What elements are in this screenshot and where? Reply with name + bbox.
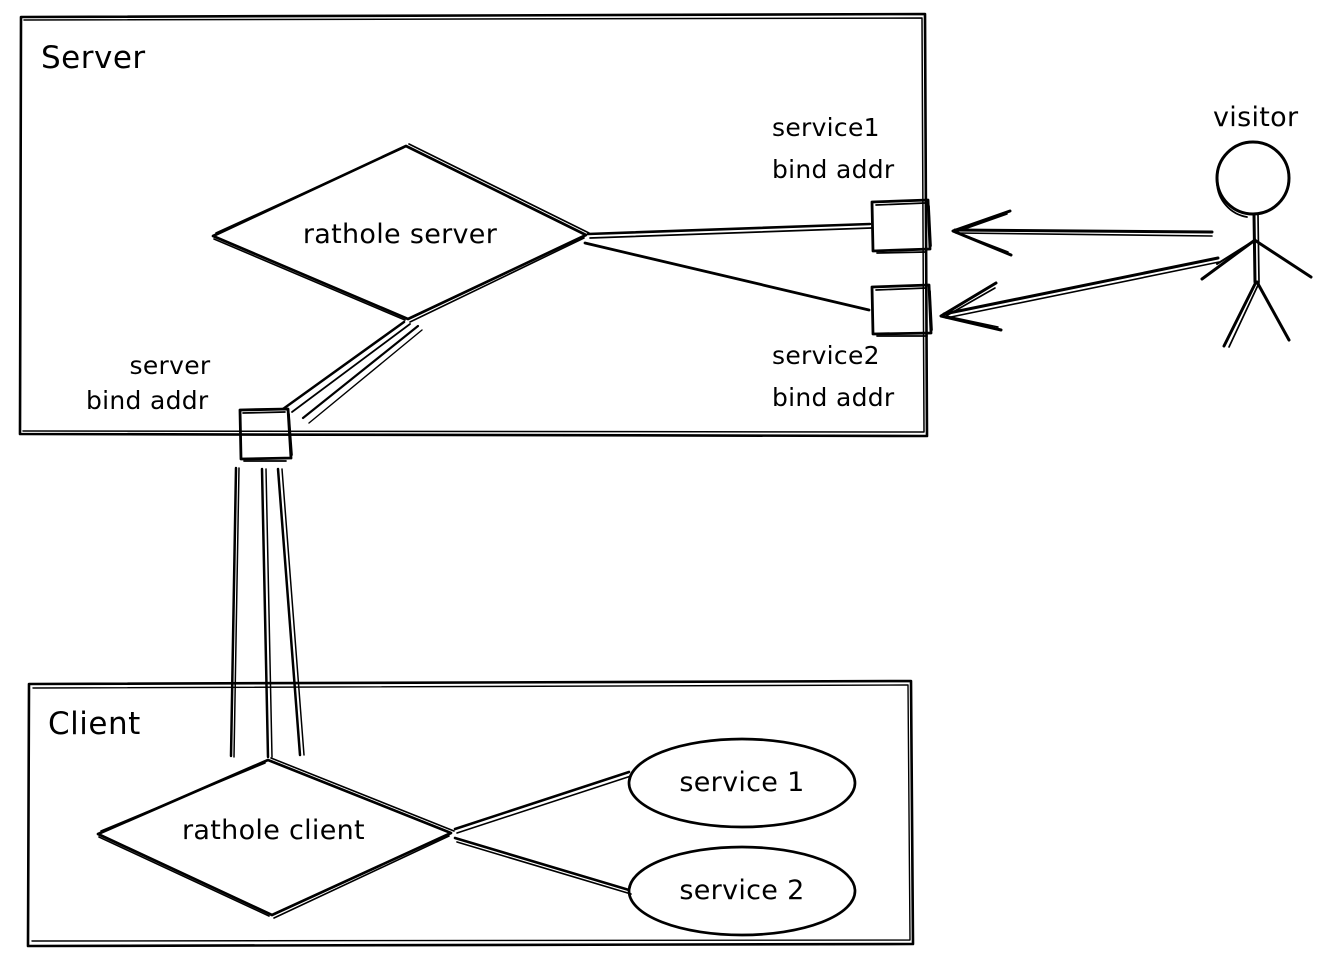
service1-bind-addr-label-line2: bind addr [772, 155, 895, 184]
service-1-shape[interactable] [627, 737, 857, 829]
server-container-outline [18, 12, 929, 438]
server-bind-addr-label-line2: bind addr [86, 386, 209, 415]
edge-rathole-server-to-service2 [583, 241, 871, 312]
rathole-client-shape[interactable] [96, 757, 455, 919]
service2-bind-addr-label-line1: service2 [772, 341, 880, 370]
rathole-client-label: rathole client [182, 815, 365, 846]
visitor-label: visitor [1213, 102, 1299, 133]
edge-rathole-server-to-server-bind-addr [281, 320, 423, 424]
service1-bind-addr-port[interactable] [870, 198, 932, 254]
service2-bind-addr-label-line2: bind addr [772, 383, 895, 412]
service2-bind-addr-port[interactable] [870, 283, 933, 337]
visitor-stick-figure[interactable] [1200, 140, 1313, 348]
arrow-visitor-to-service2 [939, 256, 1220, 332]
arrow-visitor-to-service1 [951, 209, 1214, 257]
edge-rathole-server-to-service1 [586, 222, 872, 239]
edge-rathole-client-to-service-1 [453, 770, 632, 834]
service1-bind-addr-label-line1: service1 [772, 113, 880, 142]
client-container-outline [26, 679, 915, 948]
edge-server-bind-addr-to-rathole-client [229, 466, 305, 759]
client-container-title: Client [48, 706, 141, 742]
service-2-label: service 2 [679, 875, 805, 906]
server-bind-addr-label-line1: server [129, 351, 211, 380]
server-container-title: Server [41, 40, 146, 76]
rathole-server-shape[interactable] [211, 143, 590, 323]
rathole-server-label: rathole server [302, 219, 498, 250]
edge-rathole-client-to-service-2 [453, 836, 632, 895]
service-1-label: service 1 [679, 767, 805, 798]
server-bind-addr-port[interactable] [238, 407, 293, 462]
